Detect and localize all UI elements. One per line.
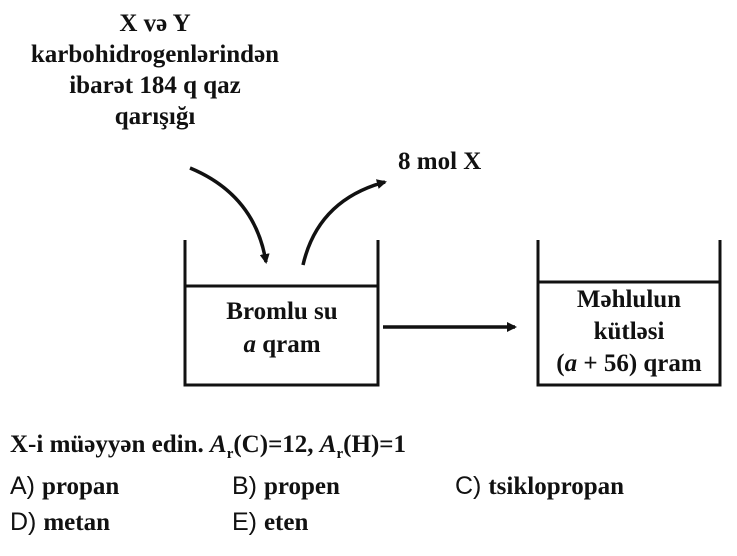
option-d[interactable]: D) metan [10,508,110,536]
mixture-line-1: X və Y [119,10,191,37]
mass-unit: qram [255,331,321,358]
gas-mixture-label: X və Y karbohidrogenlərindən ibarət 184 … [0,8,310,132]
right-beaker [536,240,722,387]
solution-mass: (a + 56) qram [556,350,702,377]
left-beaker [183,240,380,387]
mixture-line-4: qarışığı [114,103,196,130]
outflow-label: 8 mol X [398,148,482,175]
bromine-water-label: Bromlu su [226,298,338,325]
solution-line-2: kütləsi [593,318,665,345]
bromine-water-mass: a qram [187,328,377,361]
option-e[interactable]: E) eten [232,508,309,536]
solution-line-1: Məhlulun [576,286,682,313]
mass-variable: a [243,331,256,358]
mixture-line-2: karbohidrogenlərindən [30,41,280,68]
solution-mass-variable: a [564,350,578,377]
question-text: X-i müəyyən edin. Ar(C)=12, Ar(H)=1 [10,431,407,462]
option-c[interactable]: C) tsiklopropan [455,472,625,500]
option-b[interactable]: B) propen [232,472,340,500]
left-beaker-label: Bromlu su a qram [187,295,377,361]
option-a[interactable]: A) propan [10,472,120,500]
mixture-line-3: ibarət 184 q qaz [69,72,241,99]
right-beaker-label: Məhlulun kütləsi (a + 56) qram [538,284,720,380]
inflow-arrow [189,166,270,264]
ar-symbol-h: A [319,431,337,458]
outflow-arrow [301,179,387,266]
ar-symbol-c: A [210,431,227,458]
